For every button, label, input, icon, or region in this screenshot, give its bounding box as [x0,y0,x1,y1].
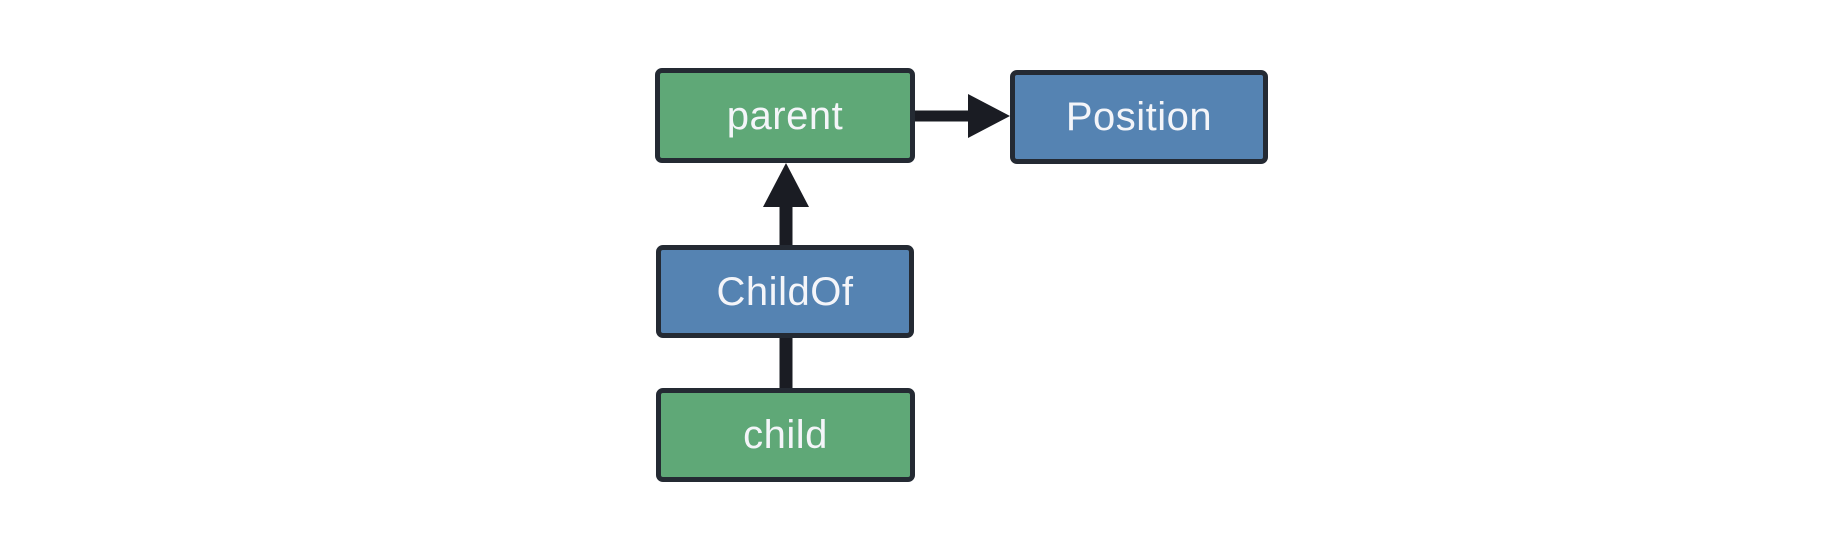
node-childof: ChildOf [656,245,914,338]
edge-childof-to-parent [763,163,809,247]
node-parent: parent [655,68,915,163]
node-child-label: child [743,413,828,457]
node-parent-label: parent [726,93,844,138]
node-position-label: Position [1065,95,1213,139]
node-position: Position [1010,70,1268,164]
node-child: child [656,388,915,482]
edge-parent-to-position [913,94,1010,138]
node-childof-label: ChildOf [716,269,854,314]
edge-parent-to-position-arrowhead-icon [968,94,1010,138]
edge-childof-to-parent-arrowhead-icon [763,163,809,207]
